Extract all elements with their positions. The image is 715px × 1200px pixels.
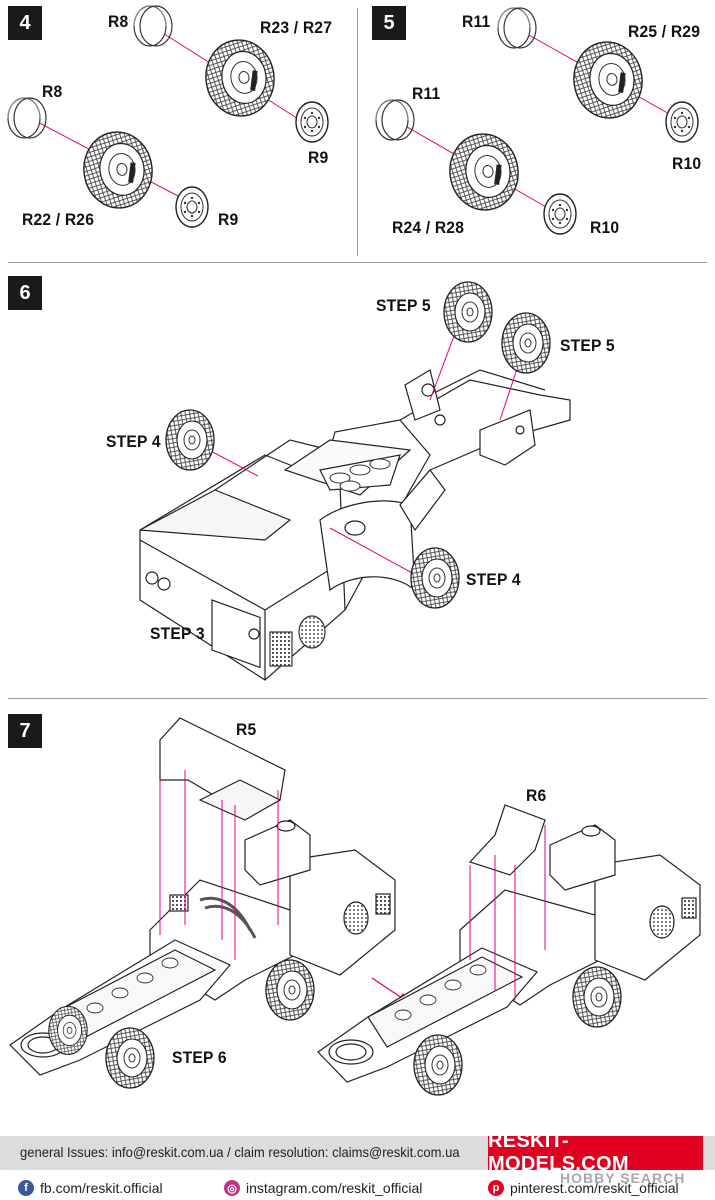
instagram-link[interactable]: ◎ instagram.com/reskit_official [224, 1178, 422, 1198]
part-label-r10-left: R10 [590, 218, 620, 237]
part-label-r10-top: R10 [672, 154, 702, 173]
step-5-badge: 5 [372, 6, 406, 40]
step6-chassis-drawing [139, 369, 571, 681]
pinterest-link[interactable]: p pinterest.com/reskit_official [488, 1178, 679, 1198]
step-ref-4b: STEP 4 [466, 570, 521, 589]
step7-left-leaders [159, 770, 279, 960]
brand-website-link[interactable]: RESKIT-MODELS.COM [488, 1130, 703, 1175]
part-label-r24-r28: R24 / R28 [392, 218, 465, 237]
part-label-r11-top: R11 [462, 12, 491, 31]
part-label-r23-r27: R23 / R27 [260, 18, 333, 37]
part-label-r9-left: R9 [218, 210, 239, 229]
part-label-r25-r29: R25 / R29 [628, 22, 701, 41]
part-label-r8-left: R8 [42, 82, 63, 101]
panel-divider-vertical [357, 8, 358, 256]
facebook-url: fb.com/reskit.official [40, 1180, 163, 1196]
facebook-link[interactable]: f fb.com/reskit.official [18, 1178, 163, 1198]
step-ref-4a: STEP 4 [106, 432, 161, 451]
instagram-icon: ◎ [224, 1180, 240, 1196]
part-label-r22-r26: R22 / R26 [22, 210, 95, 229]
step-ref-3: STEP 3 [150, 624, 205, 643]
step-6-badge: 6 [8, 276, 42, 310]
part-label-r6: R6 [526, 786, 547, 805]
step6-wheels [165, 281, 551, 609]
pinterest-icon: p [488, 1180, 504, 1196]
step5-exploded-view [375, 7, 699, 235]
step4-exploded-view [7, 5, 329, 228]
part-label-r11-left: R11 [412, 84, 441, 103]
footer-contact-text: general Issues: info@reskit.com.ua / cla… [20, 1144, 460, 1160]
step-7-badge: 7 [8, 714, 42, 748]
panel-divider-1 [8, 262, 707, 263]
facebook-icon: f [18, 1180, 34, 1196]
step-4-badge: 4 [8, 6, 42, 40]
pinterest-url: pinterest.com/reskit_official [510, 1180, 679, 1196]
watermark: HOBBY SEARCH [560, 1170, 686, 1186]
part-label-r5: R5 [236, 720, 257, 739]
step-ref-5a: STEP 5 [376, 296, 431, 315]
instagram-url: instagram.com/reskit_official [246, 1180, 423, 1196]
step7-right-leaders [469, 825, 546, 1000]
part-label-r8-top: R8 [108, 12, 129, 31]
step-ref-6: STEP 6 [172, 1048, 227, 1067]
part-label-r9-top: R9 [308, 148, 329, 167]
panel-divider-2 [8, 698, 707, 699]
step-ref-5b: STEP 5 [560, 336, 615, 355]
